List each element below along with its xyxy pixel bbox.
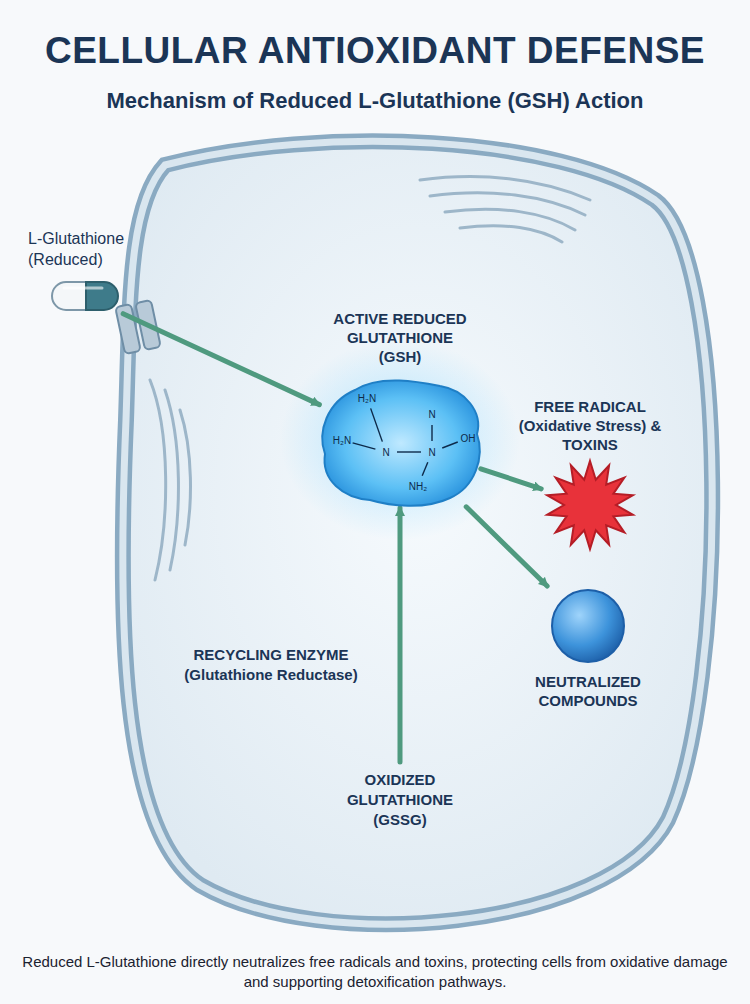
molecule-bond <box>431 425 432 441</box>
neutralized-node: NEUTRALIZED COMPOUNDS <box>550 588 626 664</box>
node-text: OXIDIZED GLUTATHIONE (GSSG) <box>320 770 480 830</box>
atom-label: N <box>428 447 435 458</box>
star-shape <box>545 460 635 550</box>
node-label: FREE RADICAL (Oxidative Stress) & TOXINS <box>500 397 680 454</box>
ball-shape <box>550 588 626 664</box>
gsh-blob <box>322 380 479 505</box>
capsule-node: L-Glutathione (Reduced) <box>50 280 120 312</box>
flow-arrow <box>481 469 541 489</box>
diagram-title: CELLULAR ANTIOXIDANT DEFENSE <box>0 30 750 72</box>
atom-label: NH₂ <box>409 481 427 492</box>
capsule-right <box>86 282 118 310</box>
molecule-bond <box>397 451 421 452</box>
molecule-bond <box>353 443 376 449</box>
caption-text: Reduced L-Glutathione directly neutraliz… <box>20 952 730 992</box>
molecule-bond <box>371 408 383 441</box>
capsule-shape <box>50 280 120 312</box>
node-label: NEUTRALIZED COMPOUNDS <box>513 672 663 710</box>
cell-membrane-inner <box>123 141 713 924</box>
gssg-node: OXIDIZED GLUTATHIONE (GSSG) <box>314 766 486 834</box>
flow-arrow <box>466 507 547 586</box>
subtitle: Mechanism of Reduced L-Glutathione (GSH)… <box>15 88 735 114</box>
atom-label: H₂N <box>333 435 351 446</box>
capsule-shine <box>64 287 102 290</box>
node-label: L-Glutathione (Reduced) <box>28 228 158 270</box>
atom-label: H₂N <box>358 393 376 404</box>
edge-label: RECYCLING ENZYME (Glutathione Reductase) <box>156 645 386 685</box>
free-radical-node: FREE RADICAL (Oxidative Stress) & TOXINS <box>545 460 635 550</box>
atom-label: N <box>382 447 389 458</box>
mitochondria <box>150 380 190 580</box>
free-radical-star <box>547 461 633 549</box>
atom-label: N <box>428 409 435 420</box>
node-label: ACTIVE REDUCED GLUTATHIONE (GSH) <box>330 309 470 366</box>
flow-arrow <box>398 508 403 762</box>
neutralized-sphere <box>552 590 624 662</box>
molecule-bond <box>422 462 428 476</box>
cell-membrane <box>123 141 713 924</box>
capsule-left <box>52 282 86 310</box>
atom-label: OH <box>461 433 476 444</box>
molecule-bond <box>442 442 457 448</box>
endoplasmic-reticulum <box>420 177 590 242</box>
flow-arrow <box>123 314 319 405</box>
